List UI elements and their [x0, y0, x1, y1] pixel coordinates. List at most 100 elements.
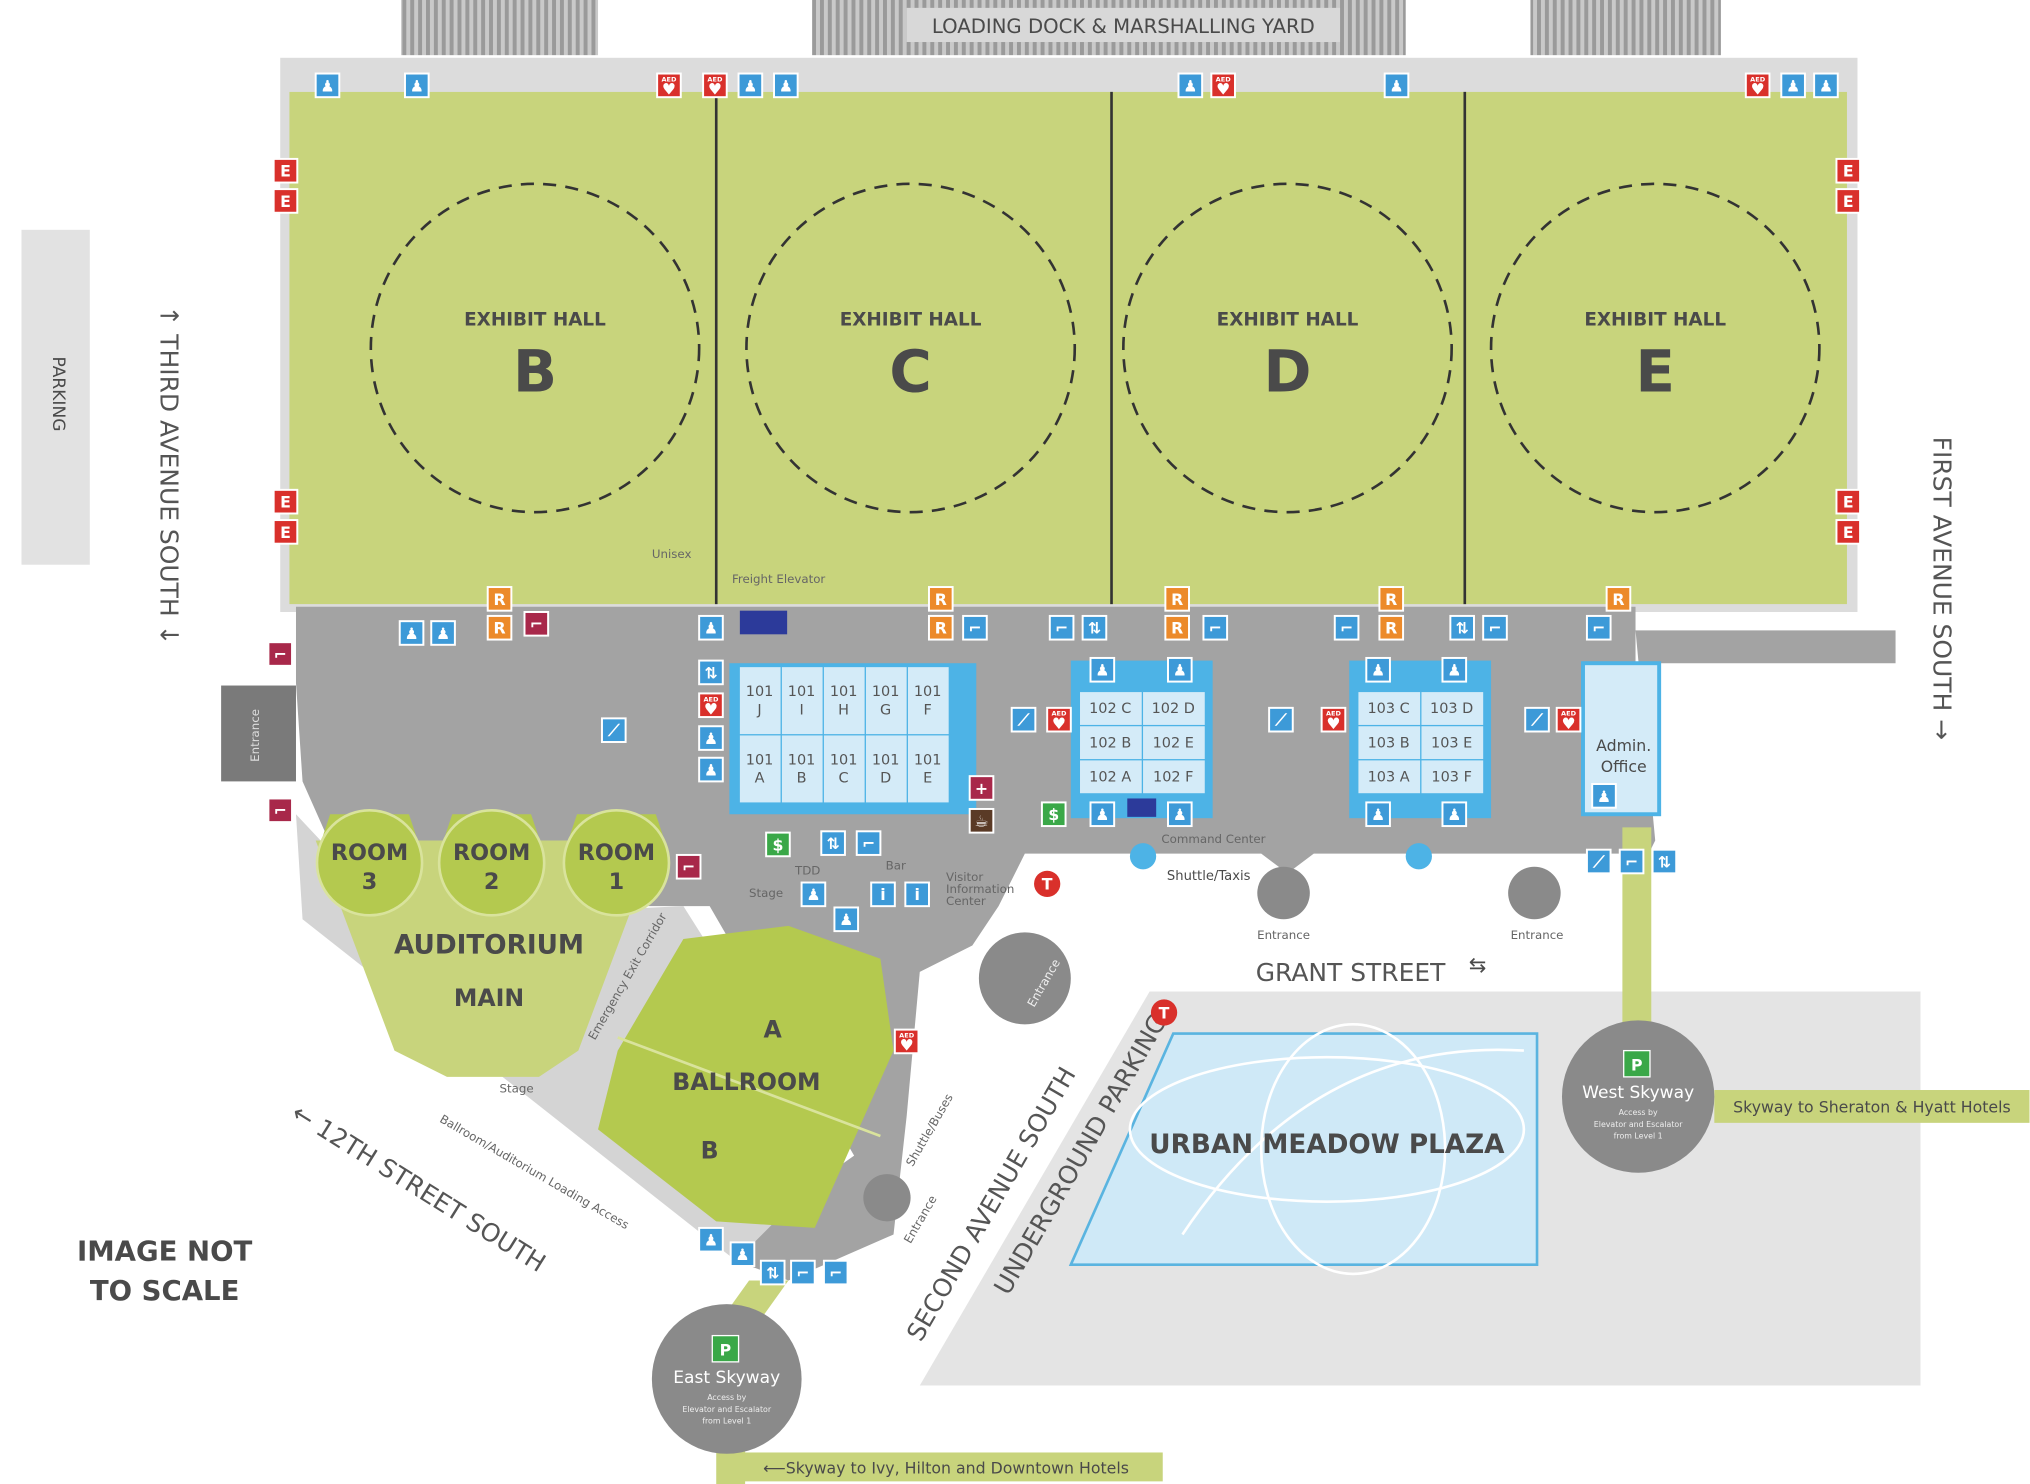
urban-meadow-plaza — [1068, 1032, 1539, 1266]
meeting-room-cell[interactable]: 102 F — [1143, 760, 1205, 794]
meeting-room-cell[interactable]: 102 A — [1080, 760, 1142, 794]
restaurant-icon: R — [927, 586, 954, 612]
first-aid-icon: + — [968, 775, 995, 801]
west-skyway-link[interactable] — [1714, 1090, 2030, 1123]
restroom-icon: ♟ — [729, 1241, 756, 1267]
restroom-icon: ♟ — [698, 1226, 724, 1253]
concourse — [295, 606, 1896, 1281]
meeting-room-cell[interactable]: 102 E — [1143, 726, 1205, 760]
room-label: 102 A — [1089, 769, 1131, 785]
stairs-icon: ⌐ — [1585, 614, 1612, 641]
icon-glyph: ♟ — [743, 76, 757, 95]
west-skyway[interactable]: P West Skyway Access by Elevator and Esc… — [1561, 1020, 1715, 1173]
meeting-room-cell[interactable]: 103 E — [1421, 726, 1484, 760]
ballroom-label: BALLROOM — [672, 1068, 820, 1096]
room-number: 101 — [746, 752, 774, 768]
ballroom[interactable] — [598, 925, 894, 1228]
restaurant-icon: R — [486, 614, 513, 641]
east-skyway-link-label: ⟵Skyway to Ivy, Hilton and Downtown Hote… — [763, 1458, 1129, 1477]
icon-glyph: R — [1385, 590, 1397, 609]
meeting-room-cell[interactable]: 103 A — [1358, 760, 1421, 794]
meeting-room-cell[interactable]: 103 F — [1421, 760, 1484, 794]
meeting-room-cell[interactable]: 103 B — [1358, 726, 1421, 760]
command-center — [1127, 798, 1157, 817]
room-label: 103 B — [1368, 735, 1410, 751]
room-label: ROOM — [453, 840, 530, 866]
icon-glyph: + — [975, 779, 988, 798]
icon-glyph: i — [914, 885, 919, 904]
meeting-room-cell[interactable]: 102 C — [1080, 692, 1142, 725]
icon-glyph: R — [1385, 619, 1397, 638]
hall-letter: D — [1264, 337, 1312, 405]
freight-elevator — [739, 610, 788, 635]
east-skyway[interactable]: P East Skyway Access by Elevator and Esc… — [651, 1304, 802, 1454]
room-number: 101 — [830, 684, 858, 700]
first-avenue-label: FIRST AVENUE SOUTH → — [1928, 437, 1957, 740]
atm-icon: $ — [765, 831, 791, 858]
parking-icon: P — [1631, 1055, 1643, 1074]
restaurant-icon: R — [486, 586, 513, 612]
loading-dock: LOADING DOCK & MARSHALLING YARD — [401, 0, 1721, 56]
admin-office-label-1: Admin. — [1596, 736, 1651, 755]
auditorium-label: AUDITORIUM — [394, 930, 584, 960]
room-label: 103 C — [1368, 701, 1410, 717]
meeting-room-cell[interactable]: 102 D — [1143, 692, 1205, 725]
icon-glyph: ⌐ — [530, 615, 543, 634]
aed-icon: AED♥ — [698, 692, 724, 718]
meeting-room-cell[interactable]: 103 C — [1358, 692, 1421, 725]
hall-label: EXHIBIT HALL — [464, 310, 606, 331]
hall-boundary — [745, 182, 1077, 514]
meeting-room-cell[interactable]: 102 B — [1080, 726, 1142, 760]
restroom-icon: ♟ — [1167, 656, 1193, 683]
room-letter: G — [880, 702, 891, 718]
icon-glyph: i — [880, 885, 885, 904]
room-letter: C — [839, 771, 849, 787]
icon-glyph: ⌐ — [1625, 852, 1638, 871]
visitor-info-label-3: Center — [946, 894, 986, 908]
icon-glyph: ⌐ — [1055, 619, 1068, 638]
stairs-icon: ⌐ — [1482, 614, 1508, 641]
stairs-icon: ⌐ — [523, 611, 550, 637]
escalator-icon: ⟋ — [1010, 706, 1037, 733]
exit-icon: E — [272, 157, 299, 184]
restroom-icon: ♟ — [737, 72, 764, 99]
aed-icon: AED♥ — [1555, 706, 1582, 733]
auditorium-stage-label: Stage — [500, 1082, 534, 1096]
room-label: 102 D — [1152, 701, 1195, 717]
heart-glyph: ♥ — [1751, 80, 1765, 99]
meeting-room-cell[interactable]: 103 D — [1421, 692, 1484, 725]
transit-icon: T — [1034, 870, 1061, 897]
room-letter: A — [755, 771, 765, 787]
icon-glyph: ♟ — [1095, 805, 1109, 824]
room-number: 1 — [609, 869, 625, 895]
east-skyway-link[interactable] — [742, 1452, 1163, 1482]
icon-glyph: T — [1159, 1003, 1170, 1022]
stairs-icon: ⌐ — [1048, 614, 1075, 641]
icon-glyph: ♟ — [704, 760, 718, 779]
east-skyway-access-3: from Level 1 — [702, 1417, 751, 1426]
room-label: 103 A — [1368, 769, 1410, 785]
aed-label: AED — [1216, 75, 1232, 83]
west-entrance-label: Entrance — [248, 709, 262, 762]
west-entrance[interactable] — [221, 685, 296, 782]
exit-icon: E — [1835, 519, 1862, 545]
icon-glyph: ⟋ — [1017, 711, 1030, 730]
heart-glyph: ♥ — [662, 80, 676, 99]
